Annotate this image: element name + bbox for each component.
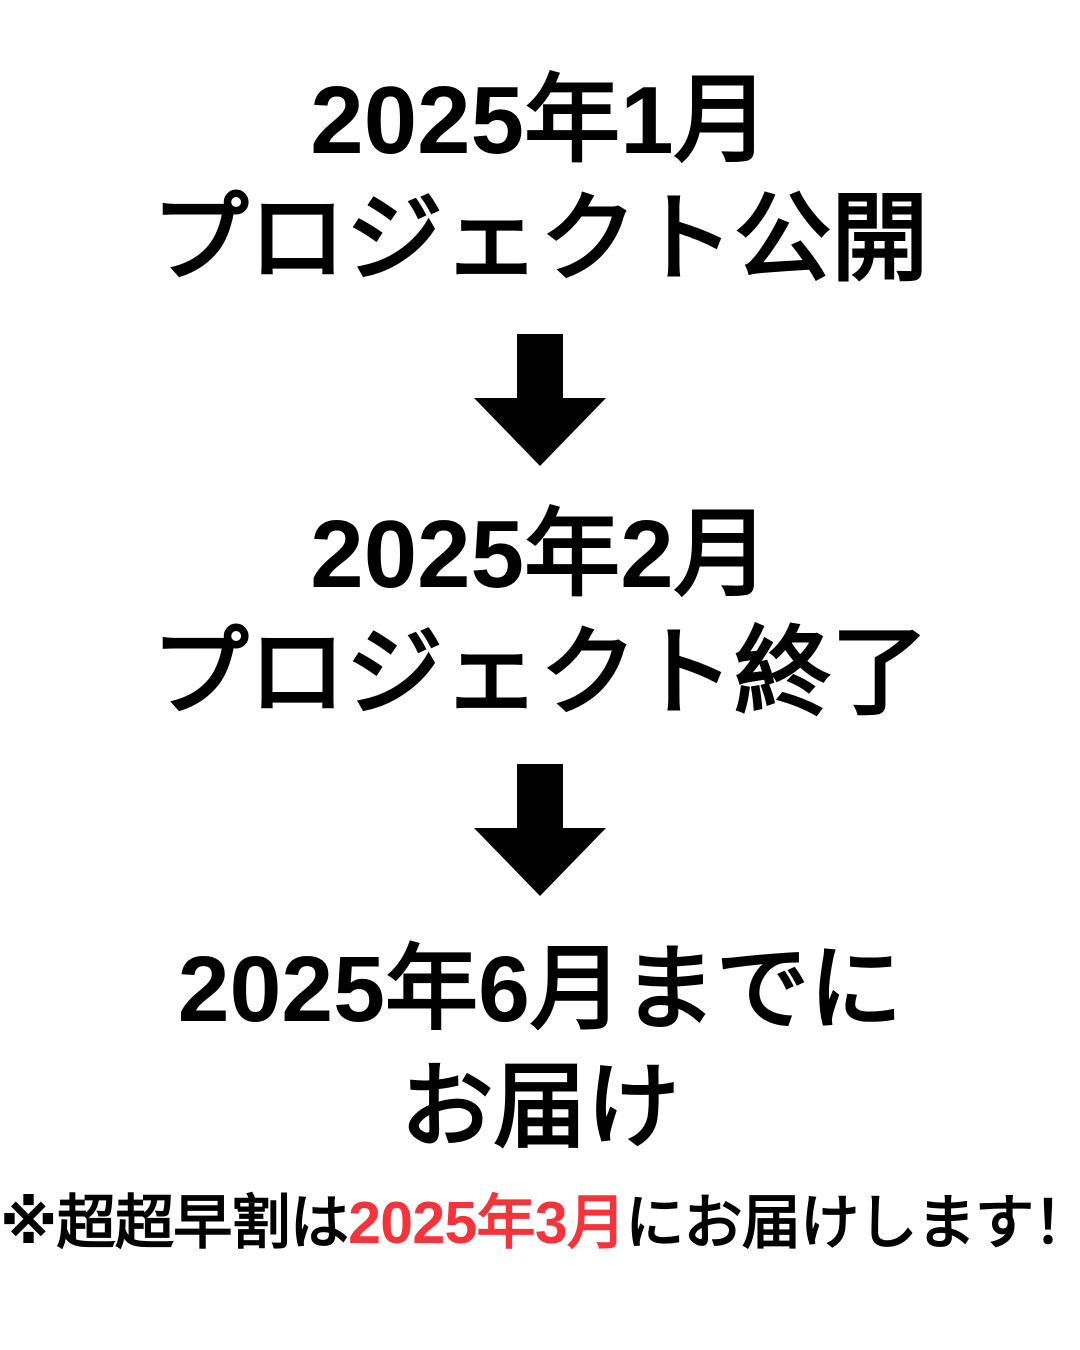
step-3-event-line: お届け xyxy=(400,1055,680,1159)
arrow-down-icon xyxy=(472,762,608,898)
footnote-prefix: ※超超早割は xyxy=(0,1190,349,1256)
step-2-event-line: プロジェクト終了 xyxy=(151,618,929,727)
step-1-event-line: プロジェクト公開 xyxy=(151,184,929,293)
footnote-highlight-date: 2025年3月 xyxy=(348,1190,626,1256)
step-1-date-line: 2025年1月 xyxy=(310,67,770,174)
footnote-suffix: にお届けします！ xyxy=(625,1190,1080,1256)
timeline-step-project-end: 2025年2月 プロジェクト終了 xyxy=(0,496,1080,732)
timeline-step-delivery: 2025年6月までに お届け xyxy=(0,930,1080,1166)
step-2-date-line: 2025年2月 xyxy=(310,501,770,608)
arrow-down-icon xyxy=(472,332,608,468)
timeline-step-project-launch: 2025年1月 プロジェクト公開 xyxy=(0,62,1080,298)
footnote-note: ※超超早割は2025年3月にお届けします！ xyxy=(0,1188,1080,1258)
step-3-date-line: 2025年6月までに xyxy=(177,937,903,1041)
